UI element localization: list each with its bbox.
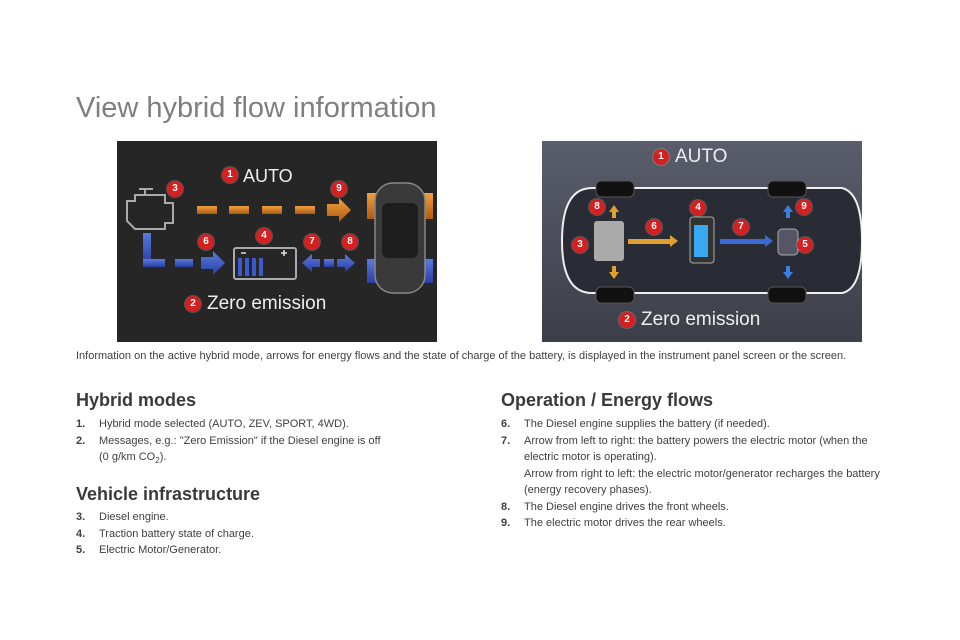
item-text: Hybrid mode selected (AUTO, ZEV, SPORT, …: [99, 418, 349, 430]
flow-diagram-1: [126, 182, 433, 294]
item-number: 2.: [76, 434, 86, 447]
badge-1: 1: [653, 149, 669, 165]
heading-hybrid-modes: Hybrid modes: [76, 390, 197, 410]
list-item: 4. Traction battery state of charge.: [76, 526, 436, 543]
engine-icon: [126, 188, 174, 230]
battery-motor-arrow: [302, 254, 355, 272]
battery-to-motor-arrow: [720, 239, 765, 244]
badge-9: 9: [796, 199, 812, 215]
message-label: Zero emission: [207, 293, 327, 314]
list-item: 7. Arrow from left to right: the battery …: [501, 433, 901, 499]
engine-to-wheels-arrow: [197, 198, 351, 222]
operation-list: 6. The Diesel engine supplies the battery…: [501, 416, 901, 532]
badge-2: 2: [185, 296, 201, 312]
item-text: The electric motor drives the rear wheel…: [524, 517, 726, 529]
mode-label: AUTO: [675, 146, 728, 167]
badge-7: 7: [733, 219, 749, 235]
list-item: 1. Hybrid mode selected (AUTO, ZEV, SPORT…: [76, 416, 436, 433]
item-text: Diesel engine.: [99, 511, 169, 523]
item-text: (0 g/km CO: [99, 451, 156, 463]
list-item: 5. Electric Motor/Generator.: [76, 542, 436, 559]
badge-7: 7: [304, 234, 320, 250]
item-text: The Diesel engine drives the front wheel…: [524, 500, 729, 513]
badge-6: 6: [198, 234, 214, 250]
badge-1: 1: [222, 167, 238, 183]
list-item: 8. The Diesel engine drives the front whe…: [501, 499, 901, 516]
intro-paragraph: Information on the active hybrid mode, a…: [76, 350, 847, 362]
item-text: The Diesel engine supplies the battery (…: [524, 418, 770, 430]
message-label: Zero emission: [641, 309, 761, 330]
vehicle-infrastructure-list: 3. Diesel engine. 4. Traction battery stat…: [76, 509, 436, 559]
badge-8: 8: [589, 199, 605, 215]
engine-icon: [594, 221, 624, 261]
item-text: Traction battery state of charge.: [99, 527, 254, 540]
item-text: Arrow from left to right: the battery po…: [524, 434, 868, 464]
subscript: 2: [155, 456, 160, 466]
heading-vehicle-infrastructure: Vehicle infrastructure: [76, 484, 261, 504]
page-title: View hybrid flow information: [76, 92, 437, 124]
item-text: ).: [159, 451, 167, 463]
badge-5: 5: [797, 237, 813, 253]
badge-3: 3: [167, 181, 183, 197]
badge-4: 4: [256, 228, 272, 244]
item-text: Messages, e.g.: "Zero Emission" if the D…: [99, 434, 381, 447]
electric-motor-icon: [777, 228, 799, 256]
item-number: 3.: [76, 511, 86, 523]
engine-to-battery-arrow: [628, 239, 670, 244]
flow-diagram-2: [560, 180, 862, 304]
list-item: 6. The Diesel engine supplies the battery…: [501, 416, 901, 433]
item-number: 9.: [501, 517, 511, 529]
hybrid-modes-list: 1. Hybrid mode selected (AUTO, ZEV, SPORT…: [76, 416, 436, 470]
item-number: 7.: [501, 434, 511, 447]
item-number: 6.: [501, 418, 511, 430]
list-item: 3. Diesel engine.: [76, 509, 436, 526]
list-item: 9. The electric motor drives the rear whe…: [501, 515, 901, 532]
item-number: 8.: [501, 500, 511, 513]
badge-9: 8: [342, 234, 358, 250]
badge-2: 2: [619, 312, 635, 328]
mode-label: AUTO: [243, 166, 293, 186]
badge-8: 9: [331, 181, 347, 197]
item-text: Arrow from right to left: the electric m…: [524, 467, 880, 497]
item-number: 1.: [76, 418, 86, 430]
badge-6: 6: [646, 219, 662, 235]
heading-operation-energy-flows: Operation / Energy flows: [501, 390, 714, 410]
battery-icon: [233, 247, 297, 280]
screen-flow-image: AUTO Zero emission 1 2 3 4 5 6 7 8 9: [542, 141, 862, 342]
list-item: 2. Messages, e.g.: "Zero Emission" if the…: [76, 433, 436, 470]
item-text: Electric Motor/Generator.: [99, 544, 222, 556]
badge-3: 3: [572, 237, 588, 253]
badge-4: 4: [690, 200, 706, 216]
engine-to-battery-arrow: [143, 233, 225, 275]
item-number: 4.: [76, 527, 86, 540]
wheel-icons: [595, 180, 807, 304]
item-number: 5.: [76, 544, 86, 556]
car-top-view-icon: [367, 182, 433, 294]
instrument-panel-flow-image: AUTO Zero emission 1 2 3 4 6 7 8 9: [117, 141, 437, 342]
